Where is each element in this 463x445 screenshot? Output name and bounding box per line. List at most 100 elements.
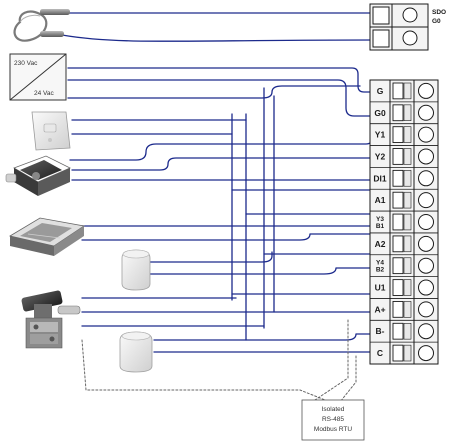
terminal-label: B- <box>376 326 385 336</box>
wire-psu-g <box>67 67 373 93</box>
sdo-label-line2: G0 <box>432 18 441 25</box>
terminal-slot <box>392 169 404 187</box>
wire-modbus-a <box>81 339 331 403</box>
terminal-clamp <box>403 104 412 121</box>
terminal-clamp <box>403 126 412 143</box>
wire-modbus-c <box>339 355 357 403</box>
terminal-row: G <box>377 82 434 100</box>
valve-actuator-icon <box>21 290 81 349</box>
terminal-row: C <box>370 341 438 362</box>
terminal-label: A2 <box>375 239 386 249</box>
wire-sensor2-a <box>149 251 273 263</box>
wire-sensor-bottom <box>61 34 373 42</box>
terminal-screw-icon <box>418 214 434 230</box>
modbus-label-line2: RS-485 <box>322 416 344 423</box>
fan-coil-unit-icon <box>8 217 86 256</box>
modbus-label-line3: Modbus RTU <box>314 426 352 433</box>
terminal-clamp <box>403 148 412 165</box>
terminal-clamp <box>403 213 412 231</box>
terminal-clamp <box>403 257 412 274</box>
terminal-slot <box>392 82 404 100</box>
room-sensor-icon <box>31 111 71 151</box>
sdo-connector: SDO G0 <box>369 3 446 51</box>
room-sensor-2-icon <box>119 331 153 373</box>
terminal-label: Y4 <box>376 260 384 267</box>
terminal-clamp <box>403 170 412 187</box>
terminal-screw-icon <box>418 323 434 340</box>
terminal-label: Y2 <box>375 151 386 161</box>
cable-sensor-icon <box>13 9 70 42</box>
terminal-slot <box>392 213 404 231</box>
terminal-slot <box>392 191 404 209</box>
wire-psu-g0 <box>67 79 373 117</box>
terminal-screw-icon <box>418 235 434 252</box>
terminal-screw-icon <box>418 257 434 274</box>
terminal-clamp <box>403 279 412 296</box>
terminal-slot <box>392 257 404 275</box>
wire-fcu-2 <box>81 233 373 241</box>
terminal-row: B- <box>370 319 438 340</box>
terminal-slot <box>392 235 404 253</box>
terminal-slot <box>392 104 404 122</box>
terminal-row: A1 <box>370 188 438 209</box>
terminal-slot <box>392 301 404 318</box>
terminal-row: A2 <box>370 232 438 253</box>
terminal-screw-icon <box>418 82 434 99</box>
sdo-label-line1: SDO <box>432 9 446 16</box>
terminal-label: DI1 <box>373 173 387 183</box>
duct-sensor-icon <box>121 249 151 291</box>
terminal-slot <box>392 148 404 165</box>
terminal-label-secondary: B2 <box>376 267 385 274</box>
terminal-screw-icon <box>418 279 434 296</box>
terminal-row: DI1 <box>370 166 438 187</box>
terminal-label: G <box>377 86 384 96</box>
terminal-clamp <box>403 235 412 253</box>
wire-sensor3-a <box>153 333 373 341</box>
terminal-row: Y1 <box>370 123 438 143</box>
terminal-screw-icon <box>418 192 434 209</box>
wire-actuator-1 <box>69 137 373 161</box>
terminal-slot <box>392 344 404 362</box>
terminal-label: Y3 <box>376 216 384 223</box>
terminal-row: A+ <box>370 298 438 318</box>
wire-actuator-2 <box>71 157 373 171</box>
terminal-screw-icon <box>418 126 434 143</box>
terminal-row: Y2 <box>370 145 438 165</box>
terminal-label: G0 <box>374 108 386 118</box>
terminal-slot <box>392 322 404 340</box>
terminal-screw-icon <box>418 104 434 121</box>
terminal-label: A+ <box>374 304 385 314</box>
modbus-label-line1: Isolated <box>322 406 345 413</box>
terminal-screw-icon <box>418 345 434 362</box>
actuator-icon <box>5 155 71 196</box>
terminal-clamp <box>403 344 412 362</box>
terminal-label-secondary: B1 <box>376 223 385 230</box>
wires <box>61 12 373 403</box>
terminal-label: Y1 <box>375 130 386 140</box>
modbus-box-frame <box>301 399 365 441</box>
wire-sensor2-b <box>149 267 373 275</box>
terminal-clamp <box>403 323 412 340</box>
terminal-row: U1 <box>370 276 438 296</box>
psu-input-label: 230 Vac <box>14 60 38 67</box>
terminal-clamp <box>403 191 412 209</box>
psu-output-label: 24 Vac <box>34 90 55 97</box>
power-supply-icon: 230 Vac 24 Vac <box>9 53 67 101</box>
terminal-clamp <box>403 82 412 100</box>
terminal-screw-icon <box>418 170 434 187</box>
wire-bus-g0-vertical <box>67 85 361 99</box>
terminal-label: A1 <box>375 195 386 205</box>
terminal-screw-icon <box>418 301 434 318</box>
wire-modbus-b <box>311 319 349 403</box>
terminal-slot <box>392 279 404 296</box>
terminal-clamp <box>403 301 412 318</box>
terminal-screw-icon <box>418 148 434 165</box>
terminal-slot <box>392 126 404 143</box>
terminal-label: C <box>377 348 383 358</box>
terminal-label: U1 <box>375 283 386 293</box>
